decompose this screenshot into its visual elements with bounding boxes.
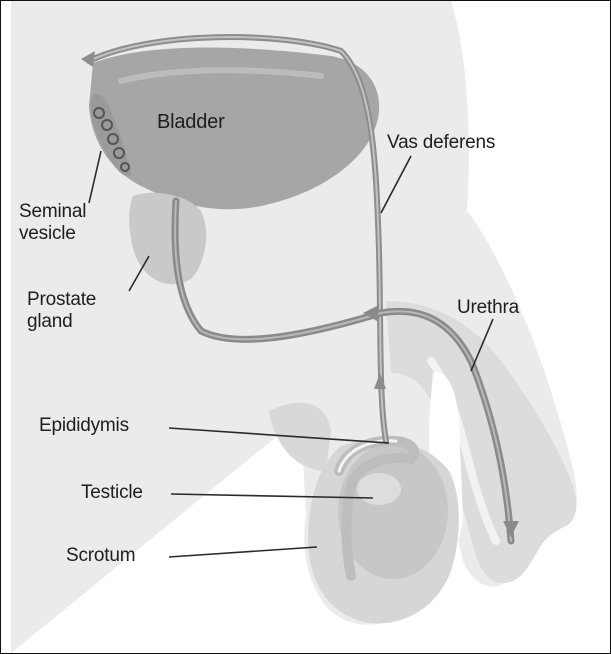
label-prostate-line-2: gland (27, 311, 96, 333)
testicle-shape (338, 443, 448, 579)
label-epididymis: Epididymis (39, 415, 129, 437)
label-testicle: Testicle (81, 482, 143, 504)
label-vas-deferens: Vas deferens (387, 132, 495, 154)
label-prostate-line-1: Prostate (27, 289, 96, 311)
label-prostate-gland: Prostate gland (27, 289, 96, 333)
label-urethra: Urethra (457, 297, 519, 319)
leader-scrotum (169, 547, 317, 557)
testicle-highlight (357, 473, 401, 505)
label-seminal-line-1: Seminal (19, 201, 86, 223)
label-seminal-line-2: vesicle (19, 223, 86, 245)
label-bladder: Bladder (157, 111, 225, 133)
label-scrotum: Scrotum (66, 545, 135, 567)
label-seminal-vesicle: Seminal vesicle (19, 201, 86, 245)
